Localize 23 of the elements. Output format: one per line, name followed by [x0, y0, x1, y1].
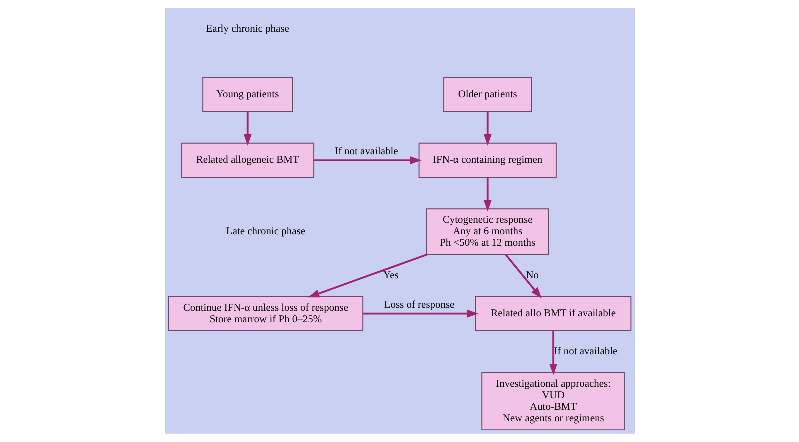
- node-box: Related allo BMT if available: [474, 296, 632, 332]
- node-box: IFN-α containing regimen: [418, 142, 556, 178]
- arrow: [549, 331, 558, 376]
- node-box: Young patients: [202, 77, 293, 112]
- edge-label: If not available: [334, 146, 398, 158]
- node-box: Investigational approaches: VUD Auto-BMT New agents or regimens: [481, 372, 625, 431]
- node-box: Continue IFN-α unless loss of response Store marrow if Ph 0–25%: [168, 296, 364, 332]
- label: Early chronic phase: [206, 24, 289, 35]
- edge-label: No: [526, 270, 539, 282]
- label: Late chronic phase: [226, 226, 305, 238]
- arrow: [314, 156, 422, 165]
- arrow: [483, 112, 492, 146]
- edge-label: Yes: [383, 270, 398, 282]
- arrow: [308, 254, 427, 298]
- node-box: Older patients: [443, 77, 532, 112]
- node-box: Cytogenetic response Any at 6 months Ph <50% at 12 months: [426, 208, 549, 256]
- arrow: [483, 178, 492, 212]
- arrow: [504, 254, 542, 299]
- edge-label: If not available: [554, 346, 618, 358]
- node-box: Related allogeneic BMT: [180, 142, 314, 178]
- edge-label: Loss of response: [384, 300, 454, 311]
- arrow: [362, 310, 478, 318]
- arrow: [243, 112, 252, 146]
